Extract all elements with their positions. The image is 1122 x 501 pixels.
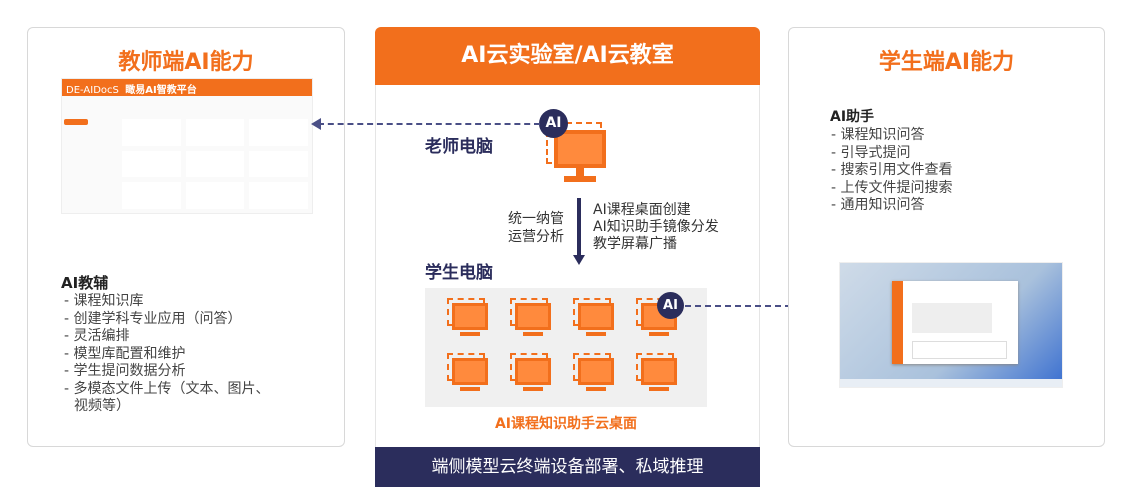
teacher-list: - 课程知识库 - 创建学科专业应用（问答） - 灵活编排 - 模型库配置和维护… <box>64 293 270 416</box>
list-item: - 搜索引用文件查看 <box>831 162 953 178</box>
student-list: - 课程知识问答 - 引导式提问 - 搜索引用文件查看 - 上传文件提问搜索 -… <box>831 127 953 215</box>
center-title: AI云实验室/AI云教室 <box>375 27 760 85</box>
list-item: - 多模态文件上传（文本、图片、 <box>64 380 270 397</box>
left-ops: 统一纳管 运营分析 <box>508 210 564 246</box>
teacher-computer-icon <box>546 122 608 184</box>
student-computer-icon <box>447 296 496 345</box>
list-item: - 学生提问数据分析 <box>64 363 186 379</box>
list-item: - 创建学科专业应用（问答） <box>64 310 242 327</box>
center-footer: 端侧模型云终端设备部署、私域推理 <box>375 447 760 487</box>
student-pc-label: 学生电脑 <box>425 263 493 283</box>
student-computer-icon <box>636 351 685 400</box>
student-panel: 学生端AI能力 AI助手 - 课程知识问答 - 引导式提问 - 搜索引用文件查看… <box>788 27 1105 447</box>
student-computer-icon <box>573 296 622 345</box>
op-item: 统一纳管 <box>508 211 564 227</box>
teacher-sub: AI教辅 <box>61 274 109 292</box>
student-computer-icon <box>447 351 496 400</box>
platform-name: 瞰易AI智教平台 <box>125 85 197 96</box>
teacher-title: 教师端AI能力 <box>118 50 254 75</box>
student-computer-icon <box>573 351 622 400</box>
student-caption: AI课程知识助手云桌面 <box>494 416 638 432</box>
list-item: - 引导式提问 <box>831 144 911 161</box>
op-item: 教学屏幕广播 <box>593 236 677 252</box>
list-item: - 灵活编排 <box>64 328 130 344</box>
student-computers-grid <box>425 288 707 407</box>
teacher-link-line <box>318 123 540 125</box>
down-arrow-head <box>573 255 585 265</box>
student-sub: AI助手 <box>830 109 875 125</box>
ai-badge: AI <box>539 109 568 138</box>
teacher-pc-label: 老师电脑 <box>425 137 493 157</box>
teacher-panel: 教师端AI能力 DE-AIDocS 瞰易AI智教平台 AI教辅 - 课程知识库 … <box>27 27 345 447</box>
ai-badge: AI <box>657 292 684 319</box>
platform-brand: DE-AIDocS <box>66 85 119 96</box>
student-title: 学生端AI能力 <box>878 50 1015 75</box>
student-desktop-screenshot <box>839 262 1063 388</box>
list-item: - 模型库配置和维护 <box>64 345 186 362</box>
student-link-line <box>685 305 831 307</box>
op-item: AI知识助手镜像分发 <box>593 219 719 235</box>
op-item: 运营分析 <box>508 229 564 245</box>
list-item: 视频等） <box>74 398 130 414</box>
arrow-left-icon <box>311 118 321 130</box>
teacher-platform-screenshot: DE-AIDocS 瞰易AI智教平台 <box>61 78 313 214</box>
student-computer-icon <box>510 351 559 400</box>
list-item: - 课程知识库 <box>64 293 144 309</box>
down-arrow-icon <box>577 198 581 256</box>
list-item: - 上传文件提问搜索 <box>831 179 953 196</box>
op-item: AI课程桌面创建 <box>593 202 691 218</box>
student-computer-icon <box>510 296 559 345</box>
right-ops: AI课程桌面创建 AI知识助手镜像分发 教学屏幕广播 <box>593 202 719 253</box>
list-item: - 课程知识问答 <box>831 127 925 143</box>
list-item: - 通用知识问答 <box>831 197 925 213</box>
